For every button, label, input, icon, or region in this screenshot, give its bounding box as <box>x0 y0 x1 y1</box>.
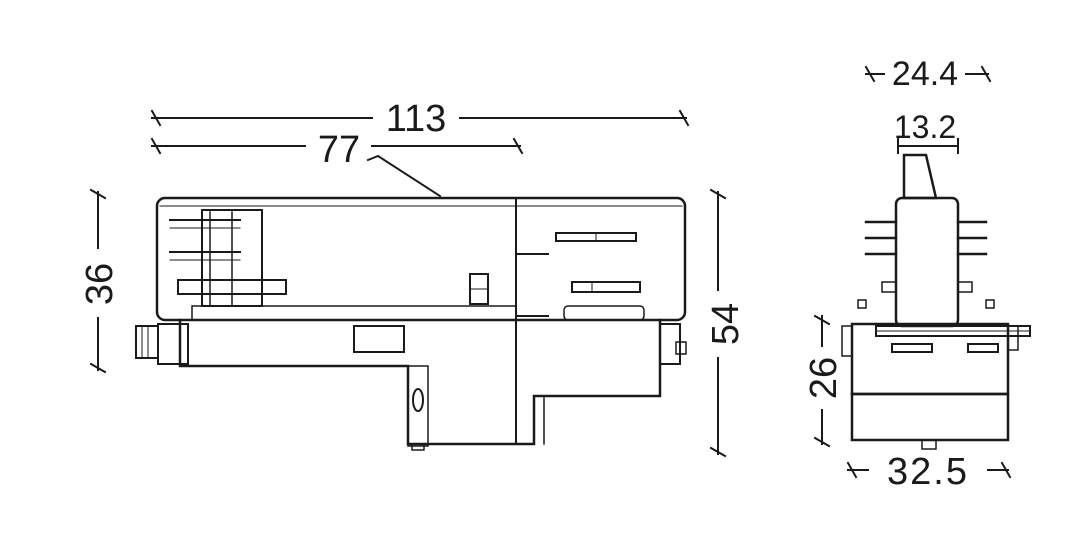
dim-36-tick-top <box>89 188 107 200</box>
side-screw <box>412 388 424 412</box>
dim-36-tick-bottom <box>89 362 107 374</box>
side-slot-2 <box>571 281 641 293</box>
dim-113-tick-right <box>678 109 690 127</box>
dim-32-5-tick-right <box>1000 461 1012 479</box>
dim-32-5-tick-left <box>846 461 858 479</box>
dim-77-tick-right <box>512 137 524 155</box>
front-clip-right <box>957 281 973 293</box>
front-top-tab <box>902 153 938 200</box>
side-label-window <box>353 325 405 353</box>
dim-26-tick-top <box>813 314 831 326</box>
side-right-flange <box>659 323 681 365</box>
dim-32-5-label: 32.5 <box>887 451 969 493</box>
dim-13-2-label: 13.2 <box>894 109 956 145</box>
side-top-housing <box>155 196 687 322</box>
dim-113-label: 113 <box>386 98 447 140</box>
dim-54-tick-bottom <box>709 446 727 458</box>
front-upper-column <box>894 196 960 328</box>
side-left-flange <box>157 323 189 365</box>
dim-26-tick-bottom <box>813 436 831 448</box>
dimension-labels: 113 77 36 54 24.4 13.2 26 32.5 <box>79 55 969 493</box>
side-view <box>135 196 687 451</box>
dim-77-tick-left <box>150 137 162 155</box>
dim-54-tick-top <box>709 188 727 200</box>
front-left-tab <box>841 325 853 357</box>
side-base-pad <box>563 305 645 321</box>
dim-77-label: 77 <box>318 129 360 171</box>
dim-26-label: 26 <box>803 357 845 399</box>
side-left-connector <box>135 325 159 359</box>
dim-77-leader <box>366 154 442 198</box>
dim-24-4-tick-right <box>980 65 992 83</box>
front-right-tab <box>1007 325 1019 351</box>
front-dot-right <box>985 299 995 309</box>
side-base-plate <box>191 305 517 321</box>
front-dot-left <box>857 299 867 309</box>
side-pin <box>411 443 425 451</box>
side-lower-body <box>178 318 662 446</box>
front-lower-body <box>850 392 1010 442</box>
dim-24-4-label: 24.4 <box>892 55 958 93</box>
front-clip-left <box>881 281 897 293</box>
side-lower-post <box>407 365 429 447</box>
dim-54-label: 54 <box>705 303 747 345</box>
front-view <box>841 153 1031 450</box>
dim-113-tick-left <box>150 109 162 127</box>
dim-36-label: 36 <box>79 263 121 305</box>
dimension-lines <box>89 65 1012 479</box>
side-right-nub <box>675 341 687 355</box>
front-slot-left <box>891 343 933 353</box>
front-pin <box>921 439 937 450</box>
dim-24-4-tick-left <box>864 65 876 83</box>
front-slot-right <box>967 343 999 353</box>
